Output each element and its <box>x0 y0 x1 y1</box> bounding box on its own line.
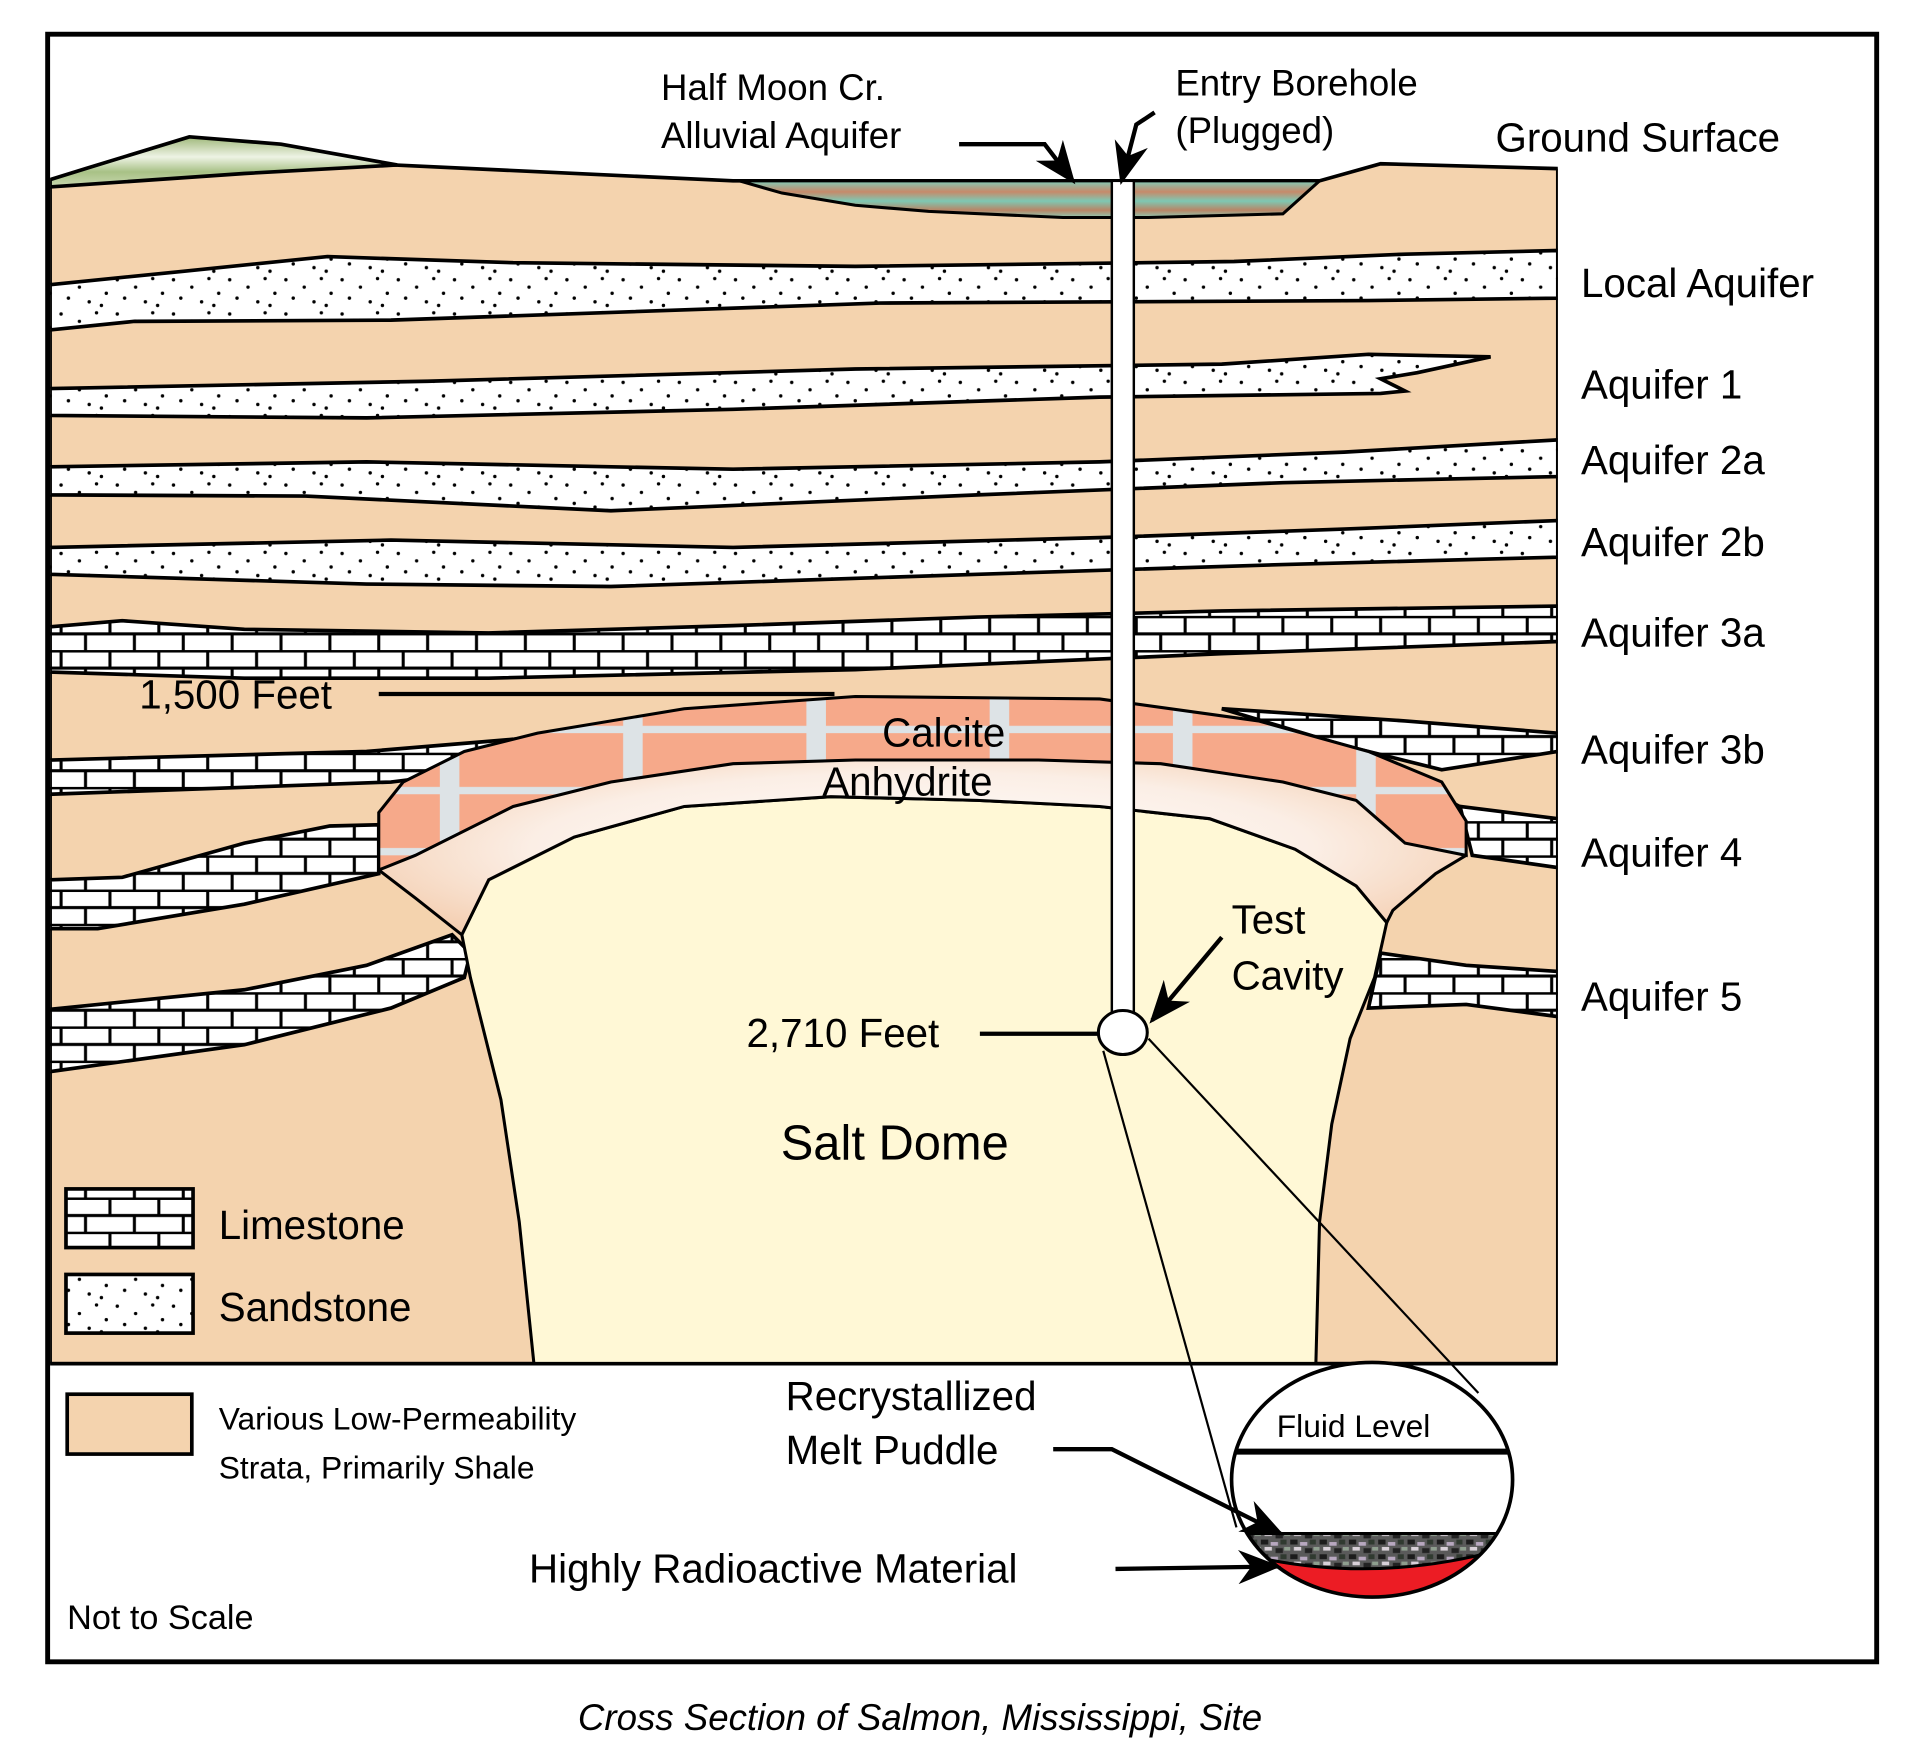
legend-shale-label-2: Strata, Primarily Shale <box>219 1450 535 1486</box>
aquifer-label-4: Aquifer 4 <box>1581 829 1742 875</box>
depth-2710-label: 2,710 Feet <box>747 1010 940 1056</box>
test-cavity-leader <box>1149 935 1224 1024</box>
aquifer-2b-layer <box>50 518 1558 589</box>
projection-line-left <box>1102 1050 1238 1528</box>
salt-dome-label: Salt Dome <box>781 1117 1009 1171</box>
legend-limestone-swatch <box>64 1187 195 1250</box>
radioactive-label: Highly Radioactive Material <box>529 1545 1017 1591</box>
legend-shale-swatch <box>65 1392 194 1456</box>
depth-1500-label: 1,500 Feet <box>139 672 332 718</box>
fluid-level-label: Fluid Level <box>1277 1408 1431 1444</box>
ground-surface-label: Ground Surface <box>1495 115 1780 161</box>
aquifer-label-2a: Aquifer 2a <box>1581 437 1765 483</box>
aquifer-label-2b: Aquifer 2b <box>1581 519 1765 565</box>
melt-label-2: Melt Puddle <box>786 1427 999 1473</box>
legend-sandstone-swatch <box>64 1272 195 1335</box>
melt-leader <box>1053 1447 1285 1536</box>
projection-line-right <box>1147 1037 1480 1394</box>
legend-limestone-label: Limestone <box>219 1202 405 1248</box>
aquifer-2a-layer <box>50 438 1558 513</box>
salt-dome <box>460 795 1389 1364</box>
test-cavity <box>1096 1008 1149 1057</box>
test-cavity-label-2: Cavity <box>1232 953 1345 999</box>
calcite-cap <box>377 694 1468 873</box>
aquifer-label-1: Aquifer 1 <box>1581 361 1742 407</box>
radioactive-leader <box>1115 1549 1282 1585</box>
aquifer-5-layer-right <box>1366 951 1558 1019</box>
melt-label-1: Recrystallized <box>786 1373 1037 1419</box>
aquifer-label-3b: Aquifer 3b <box>1581 727 1765 773</box>
aquifer-label-local: Local Aquifer <box>1581 260 1814 306</box>
alluvial-aquifer <box>738 179 1324 220</box>
legend-sandstone-label: Sandstone <box>219 1284 412 1330</box>
alluvial-label-1: Half Moon Cr. <box>661 67 885 108</box>
figure-caption: Cross Section of Salmon, Mississippi, Si… <box>578 1697 1262 1738</box>
hill <box>50 134 398 189</box>
borehole-label-1: Entry Borehole <box>1175 62 1417 103</box>
not-to-scale-label: Not to Scale <box>67 1599 253 1637</box>
legend-shale-label-1: Various Low-Permeability <box>219 1401 577 1437</box>
local-aquifer-layer <box>50 248 1558 332</box>
strata-section <box>50 134 1558 1364</box>
borehole-label-2: (Plugged) <box>1175 110 1334 151</box>
entry-borehole <box>1110 179 1136 1026</box>
anhydrite-label: Anhydrite <box>822 758 992 804</box>
test-cavity-label-1: Test <box>1232 897 1306 943</box>
cavity-magnified-view <box>1229 1360 1515 1599</box>
aquifer-3a-layer <box>50 604 1558 680</box>
aquifer-4-layer-right <box>1457 804 1558 870</box>
aquifer-label-5: Aquifer 5 <box>1581 974 1742 1020</box>
alluvial-label-2: Alluvial Aquifer <box>661 115 901 156</box>
aquifer-label-3a: Aquifer 3a <box>1581 609 1765 655</box>
calcite-label: Calcite <box>882 710 1005 756</box>
borehole-leader <box>1114 110 1156 185</box>
alluvial-leader <box>959 139 1076 185</box>
